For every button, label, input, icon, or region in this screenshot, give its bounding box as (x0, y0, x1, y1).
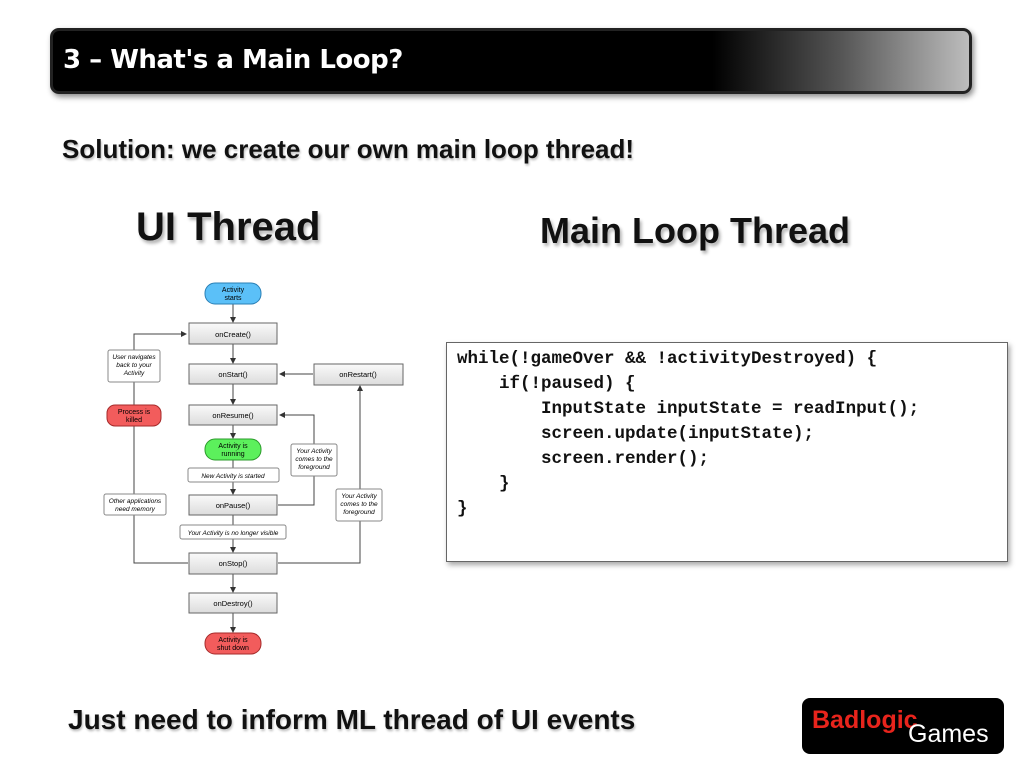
no-longer-visible-label: Your Activity is no longer visible (188, 530, 279, 537)
footer-note: Just need to inform ML thread of UI even… (68, 704, 636, 735)
slide-title: 3 – What's a Main Loop? (63, 45, 403, 75)
process-killed-line-1: Process is (118, 409, 151, 416)
foreground-1-line-1: Your Activity (296, 448, 332, 455)
running-node-line-1: Activity is (218, 443, 248, 450)
on-resume-box: onResume() (212, 411, 254, 420)
code-line: screen.render(); (457, 449, 710, 469)
on-destroy-box: onDestroy() (213, 599, 253, 608)
foreground-2-line-3: foreground (343, 509, 375, 516)
user-navigates-line-1: User navigates (112, 354, 156, 361)
end-node-line-2: shut down (217, 645, 249, 652)
logo-text-red: Badlogic (812, 706, 918, 734)
on-stop-box: onStop() (219, 559, 248, 568)
code-line: } (457, 499, 468, 519)
title-bar: 3 – What's a Main Loop? (50, 28, 972, 94)
foreground-2-line-1: Your Activity (341, 493, 377, 500)
start-node-line-1: Activity (222, 287, 245, 294)
user-navigates-line-3: Activity (123, 370, 145, 377)
on-restart-box: onRestart() (339, 370, 377, 379)
ui-thread-heading: UI Thread (136, 205, 321, 249)
end-node-line-1: Activity is (218, 637, 248, 644)
code-line: if(!paused) { (457, 374, 636, 394)
code-line: } (457, 474, 510, 494)
foreground-1-line-3: foreground (298, 464, 330, 471)
user-navigates-line-2: back to your (116, 362, 152, 369)
logo-text-white: Games (908, 720, 989, 748)
on-create-box: onCreate() (215, 330, 251, 339)
foreground-2-line-2: comes to the (340, 501, 378, 508)
code-line: while(!gameOver && !activityDestroyed) { (457, 349, 878, 369)
on-start-box: onStart() (218, 370, 248, 379)
process-killed-line-2: killed (126, 417, 142, 424)
code-block: while(!gameOver && !activityDestroyed) {… (446, 342, 1008, 562)
start-node-line-2: starts (224, 295, 242, 302)
slide-subtitle: Solution: we create our own main loop th… (62, 134, 635, 164)
code-line: InputState inputState = readInput(); (457, 399, 920, 419)
badlogic-games-logo: Badlogic Games (802, 698, 1004, 754)
main-loop-thread-heading: Main Loop Thread (540, 210, 850, 251)
code-line: screen.update(inputState); (457, 424, 815, 444)
new-activity-label: New Activity is started (201, 473, 265, 480)
activity-lifecycle-diagram: Activity starts onCreate() onStart() onR… (103, 282, 404, 655)
other-apps-line-1: Other applications (109, 498, 162, 505)
other-apps-line-2: need memory (115, 506, 155, 513)
running-node-line-2: running (221, 451, 244, 458)
foreground-1-line-2: comes to the (295, 456, 333, 463)
on-pause-box: onPause() (216, 501, 251, 510)
